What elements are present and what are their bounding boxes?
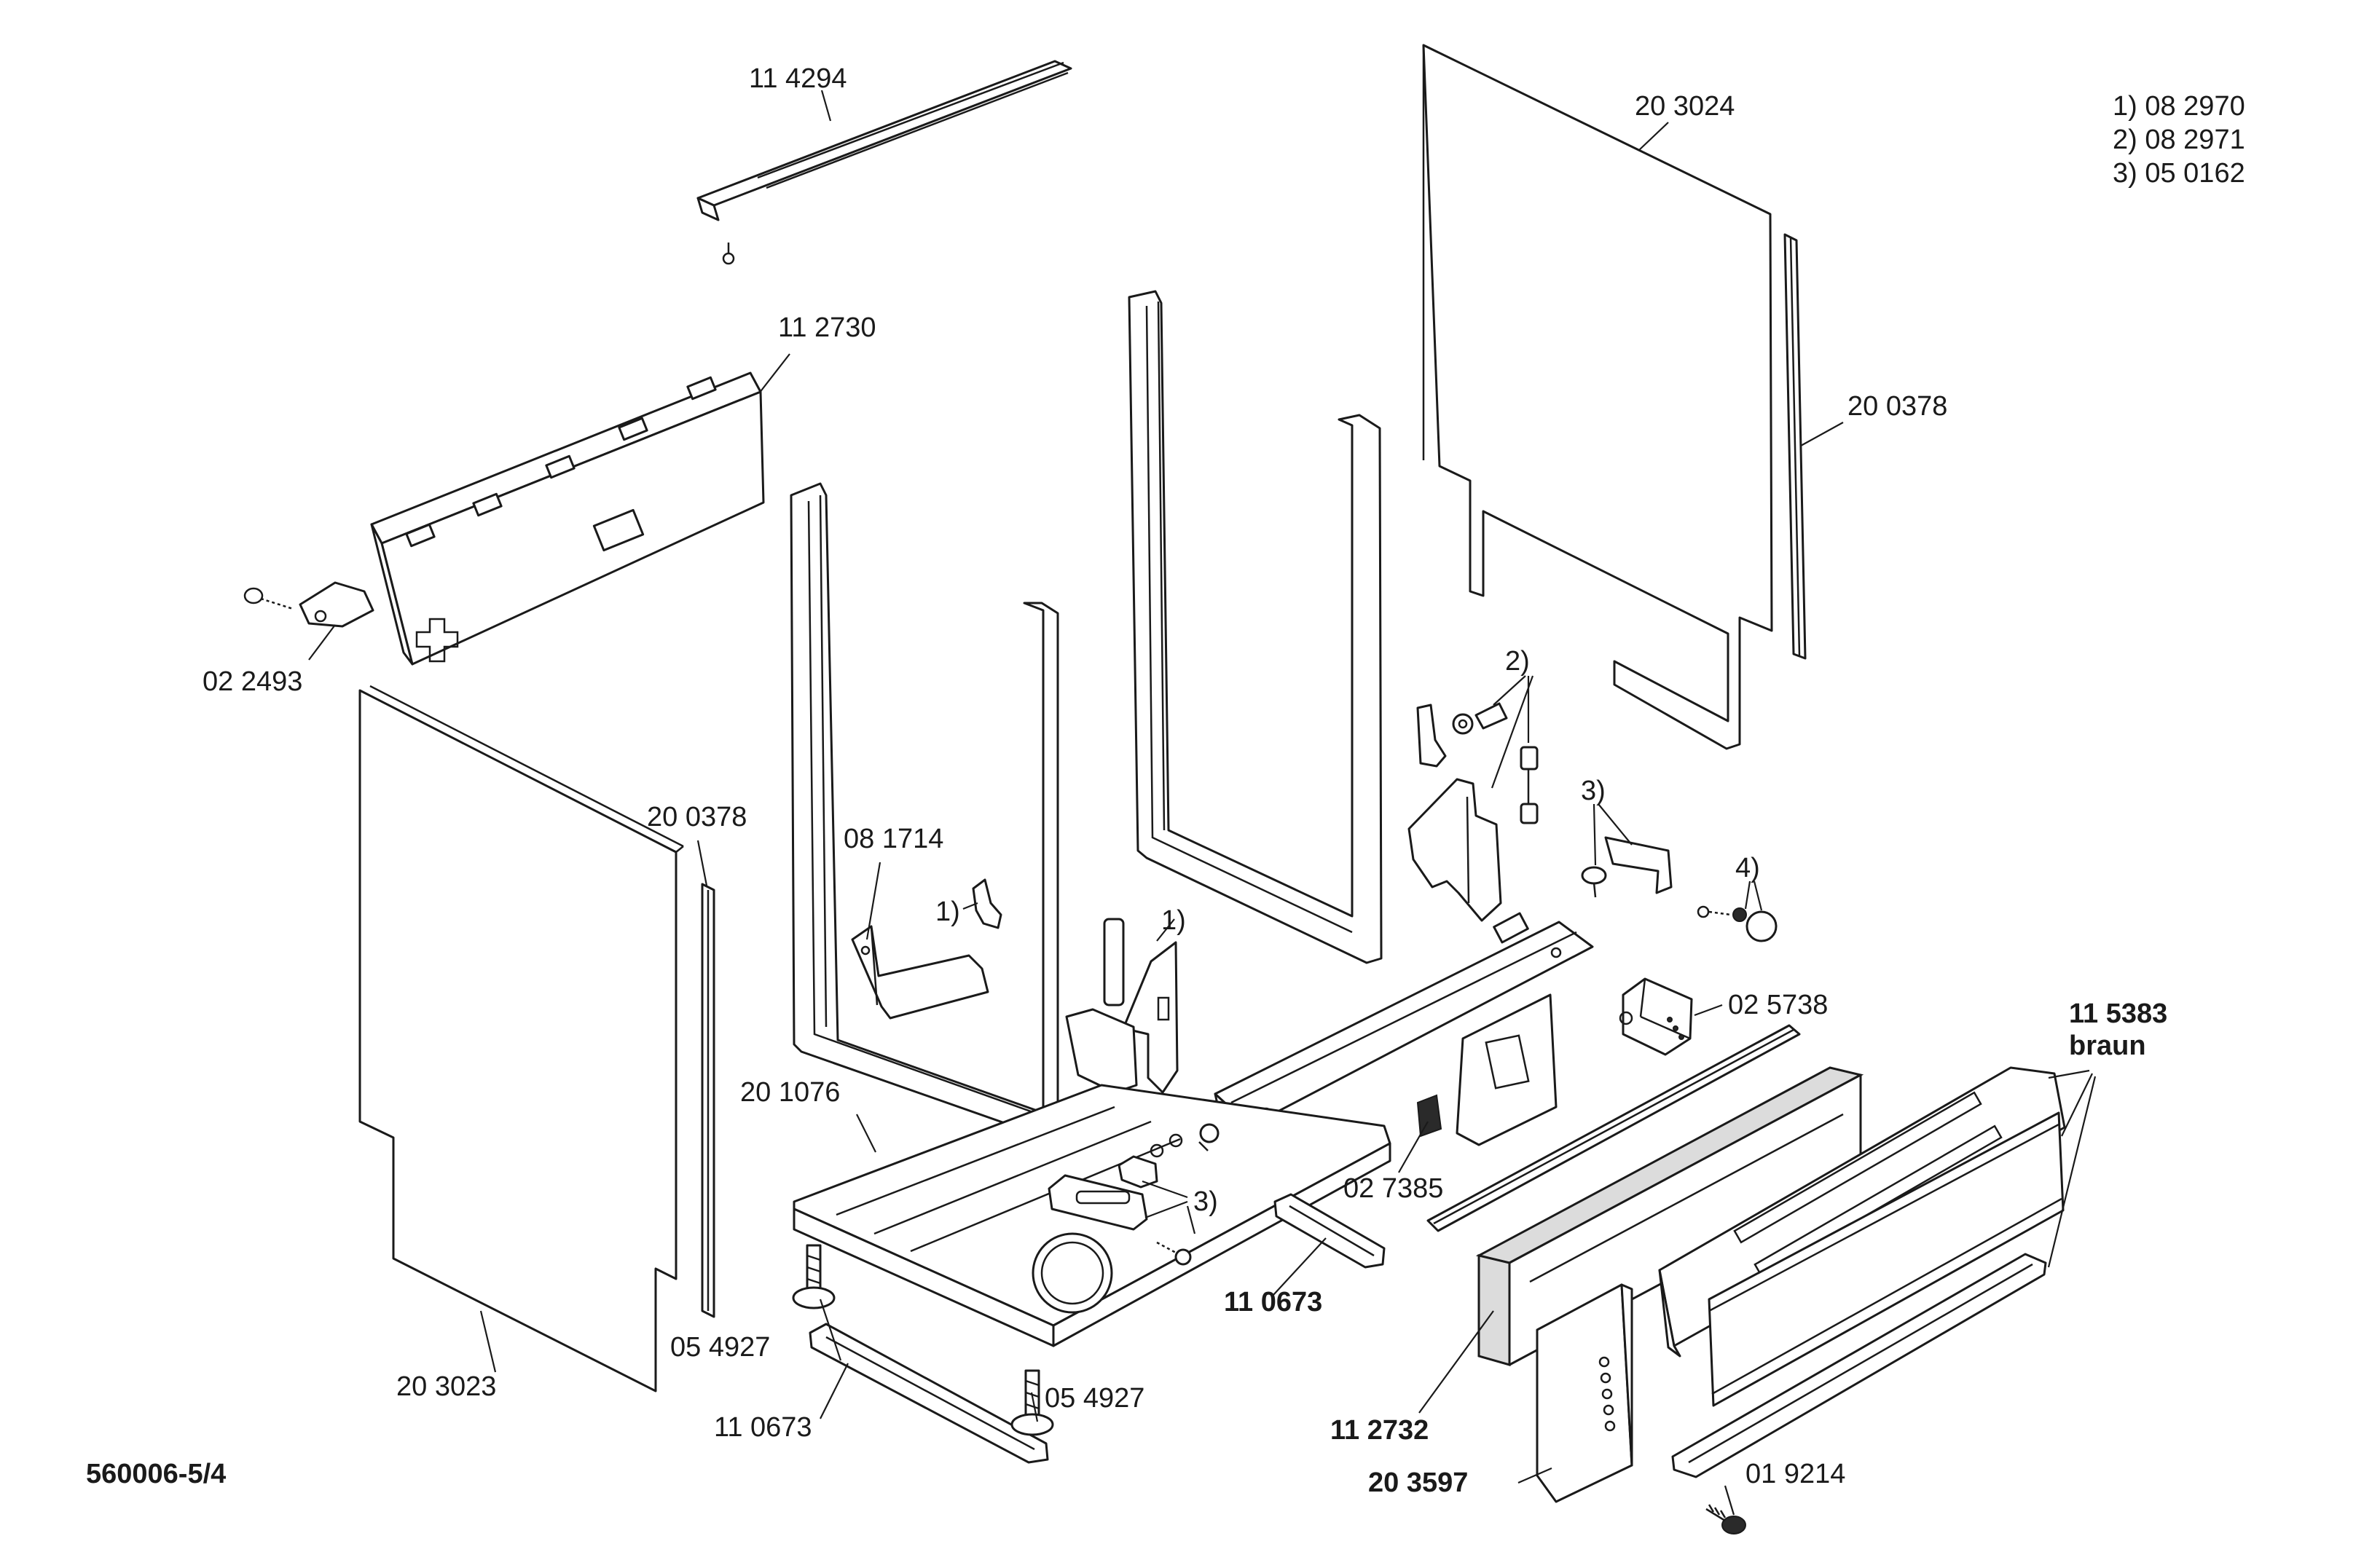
label-footnote-4: 4) bbox=[1735, 853, 1760, 883]
label-base-tray: 20 1076 bbox=[740, 1077, 840, 1108]
top-bracket-part bbox=[370, 371, 765, 666]
label-hinge: 02 2493 bbox=[203, 666, 302, 697]
label-bracket-081714: 08 1714 bbox=[844, 824, 943, 854]
footnote-1: 1) 08 2970 bbox=[2113, 91, 2245, 122]
front-bracket-part bbox=[1536, 1283, 1633, 1503]
label-switch: 02 7385 bbox=[1343, 1173, 1443, 1204]
label-kick-plate: 11 2732 bbox=[1330, 1415, 1429, 1446]
label-footnote-2: 2) bbox=[1505, 646, 1530, 677]
label-foot-left: 05 4927 bbox=[670, 1332, 770, 1363]
side-panel-part bbox=[358, 685, 684, 1392]
label-footnote-1-left: 1) bbox=[935, 897, 960, 927]
label-footnote-3-left: 3) bbox=[1193, 1186, 1218, 1217]
screw-part bbox=[1705, 1504, 1746, 1534]
footnote-3: 3) 05 0162 bbox=[2113, 158, 2245, 189]
front-rail-part bbox=[1426, 1024, 1801, 1232]
label-top-rail: 11 4294 bbox=[749, 63, 847, 94]
drawing-number: 560006-5/4 bbox=[86, 1459, 226, 1489]
label-rear-seal-right: 20 0378 bbox=[1847, 391, 1947, 422]
bracket-assembly-part bbox=[1065, 918, 1179, 1094]
strut-lower-part bbox=[809, 1323, 1049, 1464]
label-top-bracket: 11 2730 bbox=[778, 312, 876, 343]
label-strut-lower: 11 0673 bbox=[714, 1412, 812, 1443]
relay-part bbox=[1619, 977, 1693, 1056]
parts-4-part bbox=[1697, 905, 1778, 942]
side-seal-left-part bbox=[701, 883, 715, 1318]
top-rail-part bbox=[696, 60, 1072, 265]
label-strut-upper: 11 0673 bbox=[1224, 1287, 1322, 1317]
label-side-seal-left: 20 0378 bbox=[647, 802, 747, 832]
label-footnote-3-right: 3) bbox=[1581, 776, 1606, 806]
plinth-trim-part bbox=[1671, 1253, 2047, 1478]
hinge-parts-2-part bbox=[1407, 702, 1539, 922]
label-plinth-color: braun bbox=[2069, 1031, 2146, 1061]
switch-part bbox=[1416, 993, 1558, 1146]
bracket-081714-part bbox=[851, 925, 989, 1020]
parts-3-right-part bbox=[1581, 836, 1673, 898]
footnote-2: 2) 08 2971 bbox=[2113, 125, 2245, 155]
label-screw: 01 9214 bbox=[1745, 1459, 1845, 1489]
left-door-frame-part bbox=[790, 482, 1059, 1139]
kick-plate-part bbox=[1475, 1066, 1864, 1366]
strut-upper-part bbox=[1273, 1193, 1386, 1269]
label-rear-panel: 20 3024 bbox=[1635, 91, 1735, 122]
rear-door-frame-part bbox=[1128, 290, 1383, 964]
leader-lines bbox=[308, 90, 2097, 1516]
foot-left-part bbox=[792, 1244, 836, 1309]
rear-seal-right-part bbox=[1783, 233, 1807, 660]
label-front-bracket: 20 3597 bbox=[1368, 1467, 1468, 1498]
label-relay: 02 5738 bbox=[1728, 990, 1828, 1020]
rear-panel-part bbox=[1422, 44, 1773, 750]
label-foot-right: 05 4927 bbox=[1045, 1383, 1144, 1414]
hinge-part bbox=[243, 581, 374, 628]
label-plinth: 11 5383 bbox=[2069, 998, 2167, 1029]
label-footnote-1-right: 1) bbox=[1161, 905, 1186, 936]
label-side-panel: 20 3023 bbox=[396, 1371, 496, 1402]
parts-3-left-part bbox=[1048, 1123, 1220, 1266]
clip-1-left-part bbox=[972, 878, 1002, 929]
